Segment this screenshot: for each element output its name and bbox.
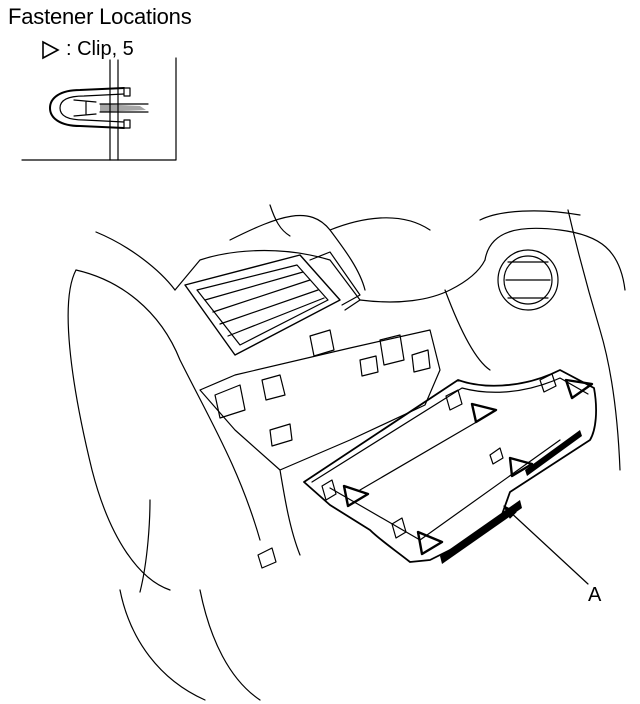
dashboard-outline (67, 204, 626, 701)
clip-marker (416, 530, 444, 556)
legend: : Clip, 5 (40, 38, 134, 61)
page-title: Fastener Locations (8, 4, 192, 29)
callout-label-a: A (588, 584, 602, 606)
clip-markers (342, 378, 594, 556)
lower-cover-panel (303, 369, 597, 564)
clip-triangle-icon (42, 40, 60, 59)
clip-marker (342, 484, 370, 508)
clip-marker (508, 456, 534, 478)
legend-text: : Clip, 5 (66, 38, 134, 60)
console-body (199, 329, 441, 569)
clip-detail-inset (21, 57, 177, 161)
air-vent (184, 251, 361, 356)
steering-boss (497, 249, 559, 311)
clip-marker (564, 378, 594, 400)
clip-marker (470, 402, 498, 424)
callout-leader-a (503, 505, 589, 585)
